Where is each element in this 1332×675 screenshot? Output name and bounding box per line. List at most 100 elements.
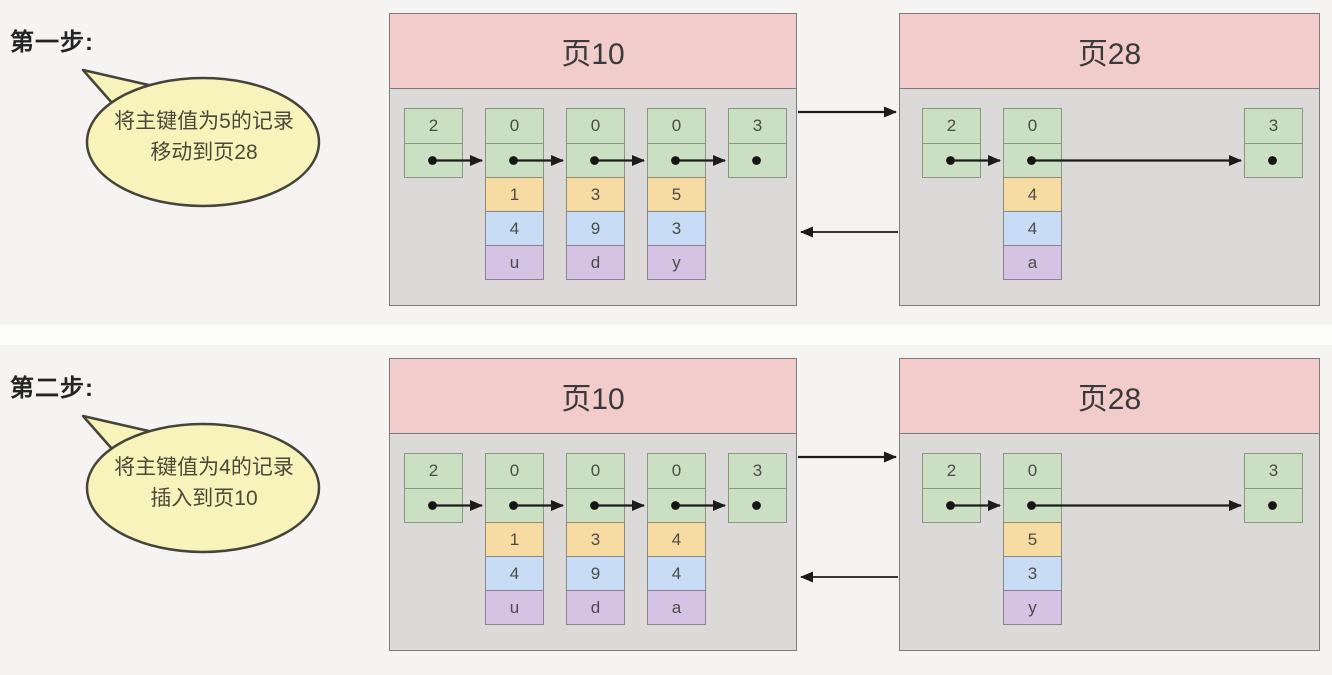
supremum-column: 3 <box>1244 453 1303 523</box>
record-col2-cell: 4 <box>1003 211 1062 246</box>
bubble-ellipse <box>85 76 321 208</box>
record-col3-cell: y <box>647 245 706 280</box>
record-type-cell: 0 <box>1003 108 1062 144</box>
page-body: 2 0 1 4 u 0 3 9 d 0 5 3 y <box>390 89 796 305</box>
record-col2-cell: 9 <box>566 211 625 246</box>
record-type-cell: 3 <box>728 108 787 144</box>
record-col3-cell: y <box>1003 590 1062 625</box>
page-title: 页10 <box>561 383 625 416</box>
record-type-cell: 3 <box>728 453 787 489</box>
supremum-column: 3 <box>728 108 787 178</box>
record-col3-cell: u <box>485 245 544 280</box>
page10-box-step1: 页10 2 0 1 4 u 0 3 9 d 0 <box>389 13 797 306</box>
record-column: 0 1 4 u <box>485 453 544 625</box>
record-key-cell: 1 <box>485 177 544 212</box>
step2-speech-bubble: 将主键值为4的记录 插入到页10 <box>80 406 330 566</box>
record-type-cell: 2 <box>404 108 463 144</box>
speech-bubble-shape <box>81 414 321 554</box>
page-body: 2 0 1 4 u 0 3 9 d 0 4 4 a <box>390 434 796 650</box>
record-type-cell: 0 <box>485 108 544 144</box>
record-type-cell: 3 <box>1244 108 1303 144</box>
record-column: 0 5 3 y <box>1003 453 1062 625</box>
record-column: 0 4 4 a <box>647 453 706 625</box>
record-col2-cell: 9 <box>566 556 625 591</box>
record-column: 0 4 4 a <box>1003 108 1062 280</box>
record-key-cell: 4 <box>1003 177 1062 212</box>
record-column: 0 1 4 u <box>485 108 544 280</box>
record-column: 0 5 3 y <box>647 108 706 280</box>
next-pointer-cell <box>922 488 981 523</box>
infimum-column: 2 <box>404 453 463 523</box>
step1-label: 第一步: <box>10 29 94 56</box>
record-type-cell: 2 <box>922 108 981 144</box>
record-col2-cell: 4 <box>485 211 544 246</box>
page-header: 页10 <box>390 359 796 434</box>
record-col3-cell: a <box>1003 245 1062 280</box>
record-col3-cell: u <box>485 590 544 625</box>
record-key-cell: 3 <box>566 522 625 557</box>
next-pointer-cell <box>922 143 981 178</box>
next-pointer-cell <box>1003 488 1062 523</box>
page-header: 页28 <box>900 14 1319 89</box>
record-col2-cell: 4 <box>485 556 544 591</box>
page-body: 2 0 5 3 y 3 <box>900 434 1319 650</box>
supremum-column: 3 <box>728 453 787 523</box>
next-pointer-cell <box>1244 488 1303 523</box>
step2-label: 第二步: <box>10 375 94 402</box>
record-type-cell: 0 <box>566 453 625 489</box>
record-type-cell: 2 <box>404 453 463 489</box>
record-key-cell: 1 <box>485 522 544 557</box>
next-pointer-cell <box>647 143 706 178</box>
record-type-cell: 3 <box>1244 453 1303 489</box>
step1-speech-bubble: 将主键值为5的记录 移动到页28 <box>80 60 330 220</box>
supremum-column: 3 <box>1244 108 1303 178</box>
page-title: 页10 <box>561 38 625 71</box>
record-type-cell: 0 <box>1003 453 1062 489</box>
bubble-text-line2: 插入到页10 <box>150 487 258 510</box>
page28-box-step2: 页28 2 0 5 3 y 3 <box>899 358 1320 651</box>
bubble-text: 将主键值为5的记录 移动到页28 <box>88 106 320 168</box>
next-pointer-cell <box>404 488 463 523</box>
record-column: 0 3 9 d <box>566 453 625 625</box>
record-col2-cell: 3 <box>1003 556 1062 591</box>
infimum-column: 2 <box>922 453 981 523</box>
page-header: 页28 <box>900 359 1319 434</box>
record-column: 0 3 9 d <box>566 108 625 280</box>
record-col3-cell: a <box>647 590 706 625</box>
record-key-cell: 3 <box>566 177 625 212</box>
next-pointer-cell <box>485 143 544 178</box>
record-type-cell: 2 <box>922 453 981 489</box>
record-col2-cell: 4 <box>647 556 706 591</box>
infimum-column: 2 <box>404 108 463 178</box>
record-type-cell: 0 <box>647 453 706 489</box>
record-key-cell: 5 <box>1003 522 1062 557</box>
bubble-text-line1: 将主键值为5的记录 <box>114 110 294 133</box>
next-pointer-cell <box>485 488 544 523</box>
page28-box-step1: 页28 2 0 4 4 a 3 <box>899 13 1320 306</box>
speech-bubble-shape <box>81 68 321 208</box>
page-title: 页28 <box>1077 38 1142 71</box>
page-title: 页28 <box>1077 383 1142 416</box>
next-pointer-cell <box>404 143 463 178</box>
next-pointer-cell <box>1003 143 1062 178</box>
next-pointer-cell <box>728 488 787 523</box>
record-type-cell: 0 <box>566 108 625 144</box>
infimum-column: 2 <box>922 108 981 178</box>
bubble-ellipse <box>85 422 321 554</box>
page-body: 2 0 4 4 a 3 <box>900 89 1319 305</box>
page-header: 页10 <box>390 14 796 89</box>
record-col3-cell: d <box>566 590 625 625</box>
bubble-text-line1: 将主键值为4的记录 <box>114 456 294 479</box>
record-col3-cell: d <box>566 245 625 280</box>
page10-box-step2: 页10 2 0 1 4 u 0 3 9 d 0 <box>389 358 797 651</box>
record-type-cell: 0 <box>485 453 544 489</box>
bubble-text: 将主键值为4的记录 插入到页10 <box>88 452 320 514</box>
record-col2-cell: 3 <box>647 211 706 246</box>
record-key-cell: 4 <box>647 522 706 557</box>
record-type-cell: 0 <box>647 108 706 144</box>
next-pointer-cell <box>566 143 625 178</box>
record-key-cell: 5 <box>647 177 706 212</box>
next-pointer-cell <box>1244 143 1303 178</box>
next-pointer-cell <box>647 488 706 523</box>
